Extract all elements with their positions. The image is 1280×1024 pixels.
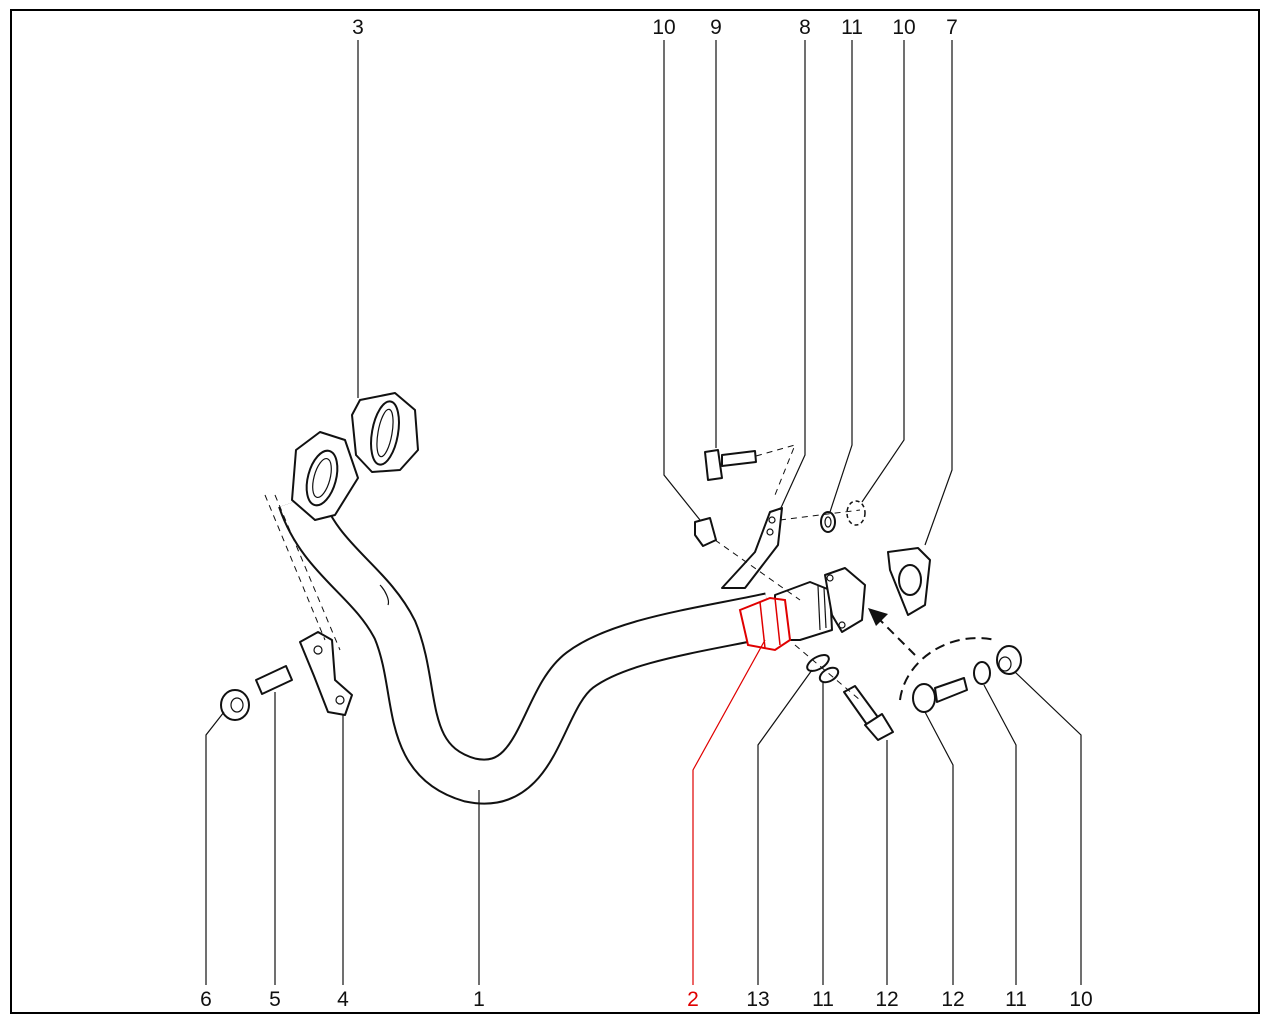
label-top-8: 8 — [799, 16, 811, 39]
bolt-part-9[interactable] — [704, 444, 796, 496]
alignment-guides — [264, 494, 861, 701]
gasket-part-7[interactable] — [887, 547, 931, 616]
front-pipe-part-1[interactable] — [278, 491, 775, 805]
label-bottom-2-highlighted: 2 — [687, 988, 699, 1011]
bracket-part-4[interactable] — [299, 631, 353, 716]
leader-lines — [205, 40, 1082, 985]
nut-part-10-top-left[interactable] — [694, 517, 717, 547]
nut-part-10-bottom-right[interactable] — [996, 645, 1022, 675]
diagram-frame — [10, 9, 1260, 1014]
label-top-3: 3 — [352, 16, 364, 39]
bracket-part-8[interactable] — [721, 507, 783, 589]
gasket-part-3[interactable] — [351, 392, 419, 473]
leader-line-part-2 — [692, 639, 766, 985]
washer-part-11-top[interactable] — [820, 511, 836, 533]
label-top-10-a: 10 — [652, 16, 675, 39]
label-bottom-10: 10 — [1069, 988, 1092, 1011]
pipe-outlet-section — [774, 567, 866, 641]
label-bottom-4: 4 — [337, 988, 349, 1011]
washer-part-11-bottom-right[interactable] — [973, 661, 991, 685]
nut-part-6[interactable] — [220, 689, 250, 721]
label-bottom-12-a: 12 — [875, 988, 898, 1011]
label-bottom-6: 6 — [200, 988, 212, 1011]
label-top-11: 11 — [841, 16, 863, 39]
label-bottom-11-b: 11 — [1005, 988, 1027, 1011]
label-top-7: 7 — [946, 16, 958, 39]
bolt-part-12-right[interactable] — [912, 677, 968, 713]
washer-part-11-bottom-left[interactable] — [817, 665, 840, 685]
label-bottom-13: 13 — [746, 988, 769, 1011]
label-bottom-11-a: 11 — [812, 988, 834, 1011]
stud-part-5[interactable] — [255, 665, 293, 695]
label-bottom-12-b: 12 — [941, 988, 964, 1011]
washer-part-13[interactable] — [805, 652, 832, 674]
nut-part-10-top-right[interactable] — [846, 500, 866, 526]
label-top-9: 9 — [710, 16, 722, 39]
label-bottom-5: 5 — [269, 988, 281, 1011]
bolt-part-12-left[interactable] — [843, 685, 894, 741]
assembly-direction-arrow — [868, 608, 996, 701]
label-top-10-b: 10 — [892, 16, 915, 39]
pipe-inlet-flange — [291, 431, 359, 521]
label-bottom-1: 1 — [473, 988, 485, 1011]
